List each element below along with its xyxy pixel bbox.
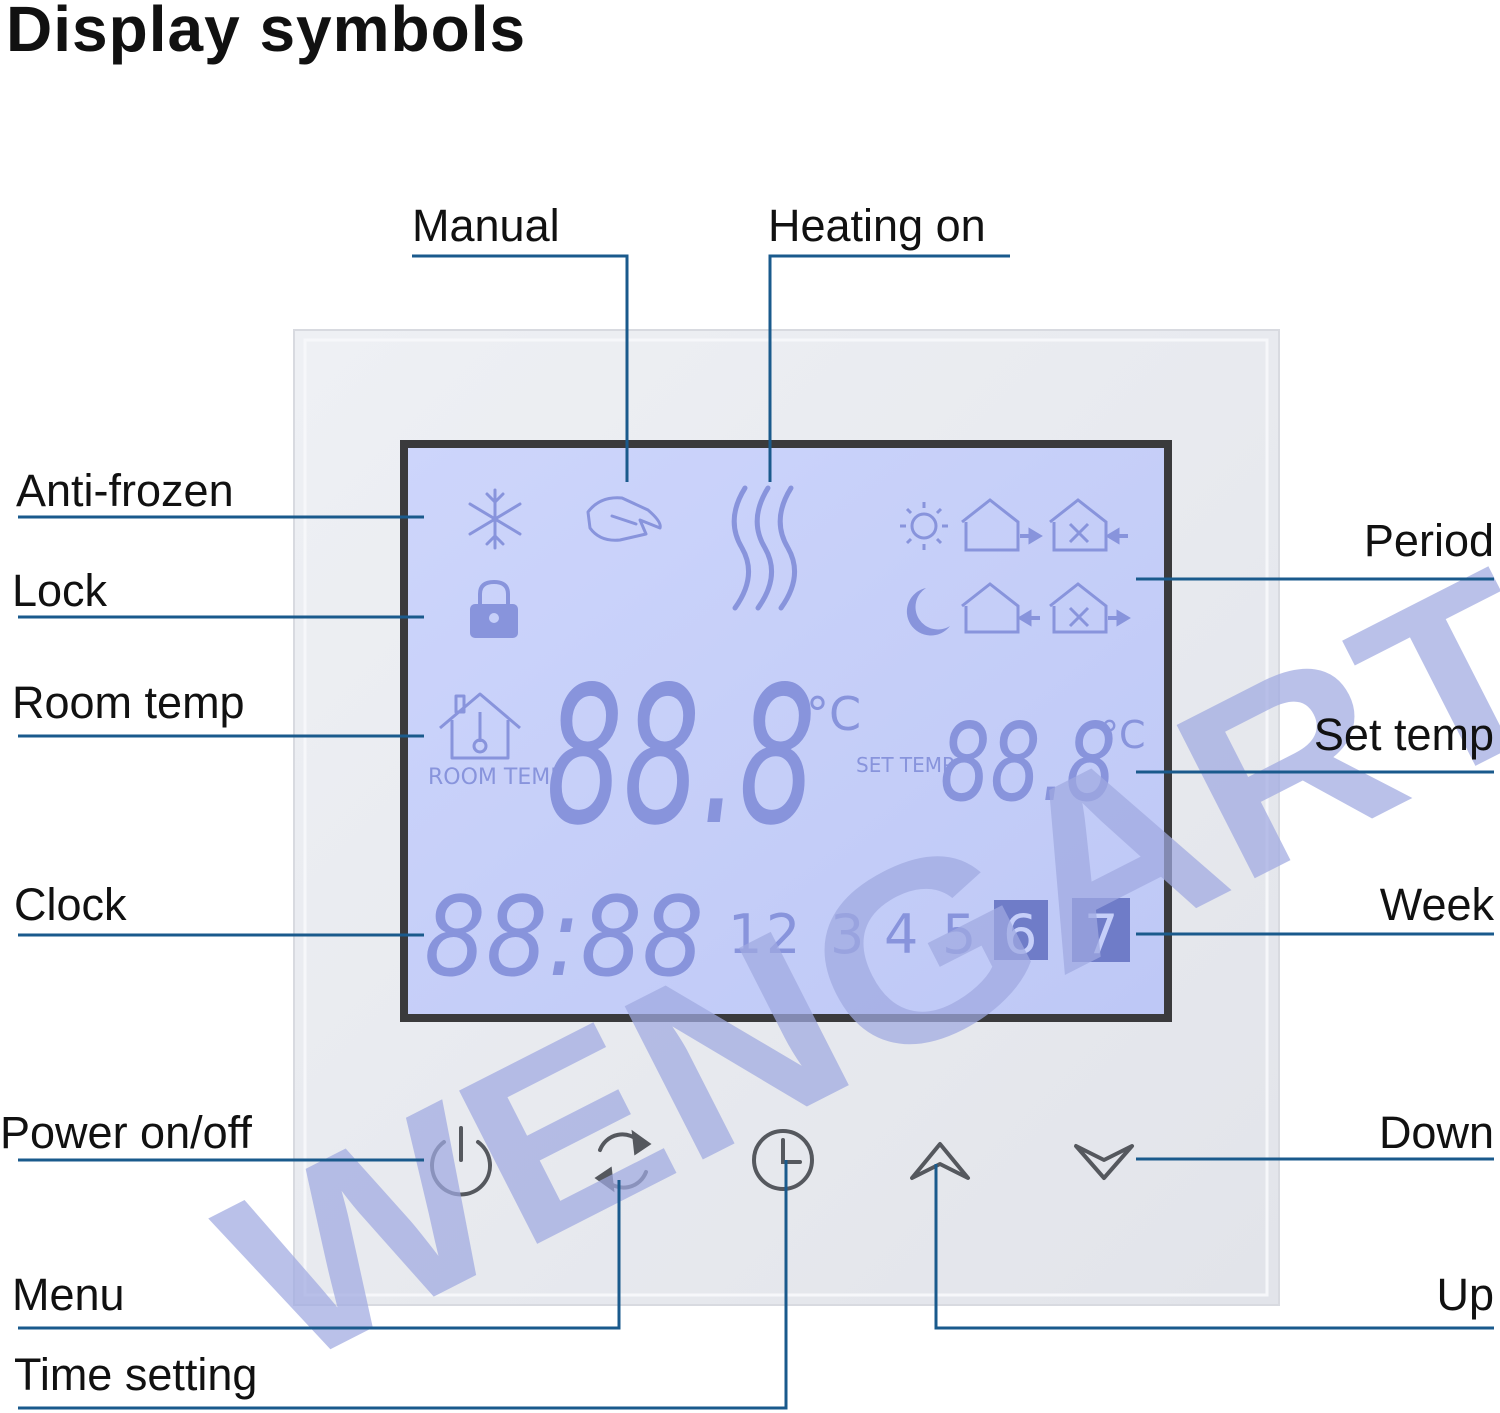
weekday-7: 7 <box>1084 903 1118 966</box>
up-button <box>910 1142 970 1180</box>
home-arrow-in-icon <box>961 582 1040 634</box>
weekday-5: 5 <box>942 903 976 966</box>
menu-button <box>594 1129 652 1193</box>
hand-icon <box>586 496 662 542</box>
up-label: Up <box>1436 1269 1494 1320</box>
heating-leader <box>768 254 1010 482</box>
room-temp-caption: ROOM TEMP <box>428 765 563 790</box>
clock-label: Clock <box>14 879 127 930</box>
sun-icon <box>900 502 948 550</box>
menu-label: Menu <box>12 1269 125 1320</box>
manual-leader <box>412 254 629 482</box>
weekday-2: 2 <box>766 903 800 966</box>
power-label: Power on/off <box>0 1107 252 1158</box>
heating-on-label: Heating on <box>768 200 986 251</box>
power-button <box>430 1126 492 1197</box>
leader-lines <box>18 254 1494 1410</box>
room-temp-digits: 88.8 <box>546 646 816 867</box>
weekday-4: 4 <box>884 903 918 966</box>
snowflake-icon <box>468 488 522 550</box>
leave-home-icon <box>961 498 1043 552</box>
weekday-6-highlight <box>994 900 1048 960</box>
clock-button <box>752 1129 814 1191</box>
set-temp-caption: SET TEMP <box>856 753 954 777</box>
down-button <box>1074 1144 1134 1180</box>
room-temp-label: Room temp <box>12 677 245 728</box>
week-label: Week <box>1379 879 1494 930</box>
menu-leader <box>18 1180 621 1330</box>
room-temp-house-icon <box>439 692 521 760</box>
anti-frozen-label: Anti-frozen <box>16 465 234 516</box>
manual-label: Manual <box>412 200 560 251</box>
lock-icon <box>470 579 518 638</box>
room-temp-unit: °C <box>806 687 861 741</box>
weekday-1: 1 <box>728 903 762 966</box>
weekday-3: 3 <box>830 903 864 966</box>
home-arrow-out-icon <box>1049 582 1131 634</box>
moon-icon <box>906 588 950 636</box>
period-label: Period <box>1363 515 1494 566</box>
lock-label: Lock <box>12 565 108 616</box>
weekday-row: 1 2 3 4 5 <box>728 903 976 966</box>
clock-digits: 88:88 <box>424 873 704 1001</box>
weekday-7-highlight <box>1072 898 1130 962</box>
return-home-icon <box>1049 498 1128 552</box>
time-setting-label: Time setting <box>14 1349 258 1400</box>
up-leader <box>934 1164 1494 1330</box>
set-temp-unit: °C <box>1100 713 1146 757</box>
page-title: Display symbols <box>6 0 527 65</box>
down-label: Down <box>1378 1107 1494 1158</box>
heating-waves-icon <box>731 485 798 611</box>
set-temp-digits: 88.8 <box>940 701 1116 826</box>
set-temp-label: Set temp <box>1313 709 1494 760</box>
weekday-6: 6 <box>1003 903 1037 966</box>
time-setting-leader <box>18 1160 788 1410</box>
